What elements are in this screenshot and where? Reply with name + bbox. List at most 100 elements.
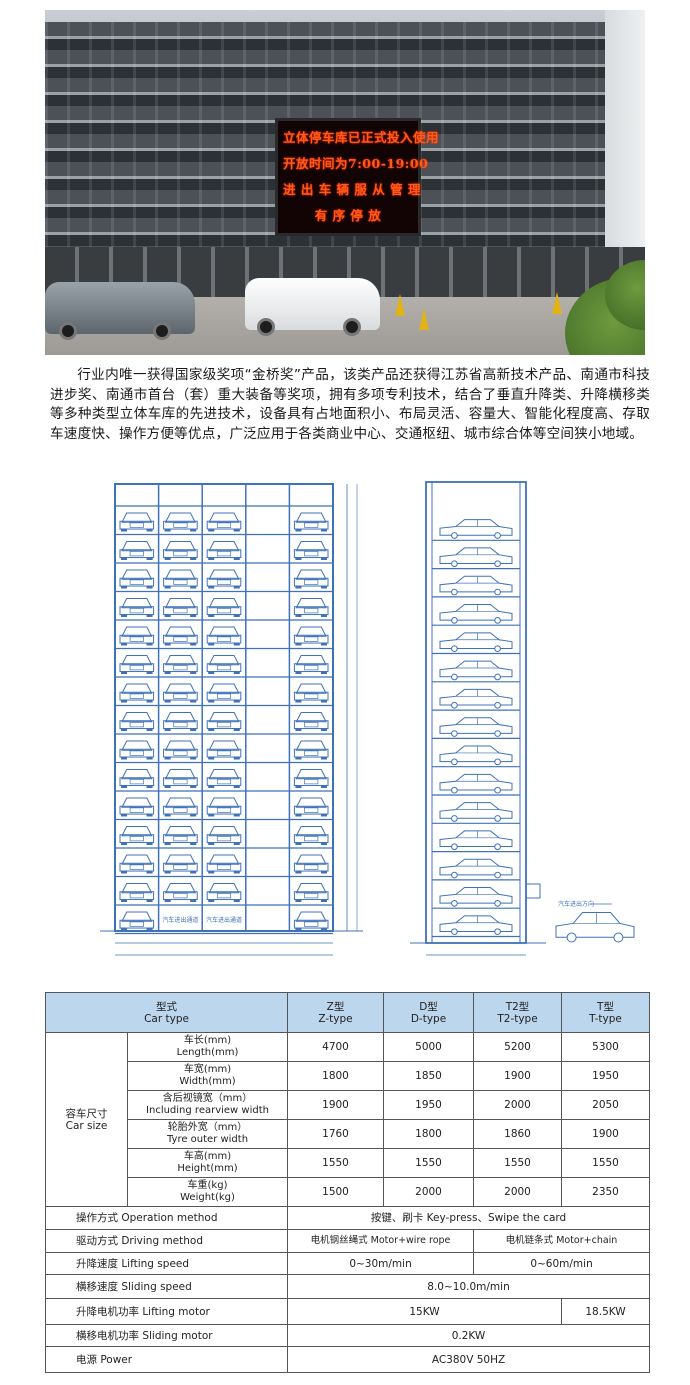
- table-row-width: 车宽(mm)Width(mm) 1800 1850 1900 1950: [46, 1061, 651, 1091]
- cell-tyre-t: 1900: [561, 1119, 651, 1149]
- cell-width-d: 1850: [383, 1061, 475, 1091]
- row-label-lifting-speed: 升降速度 Lifting speed: [44, 1252, 289, 1275]
- entering-car-icon: [555, 912, 635, 943]
- car-front-icon: [293, 569, 329, 589]
- cell-tyre-t2: 1860: [473, 1119, 563, 1149]
- car-front-icon: [163, 854, 198, 874]
- car-front-icon: [163, 797, 198, 817]
- car-front-icon: [119, 854, 155, 874]
- building-side-wall: [605, 10, 645, 270]
- car-front-icon: [206, 683, 242, 703]
- car-front-icon: [163, 541, 198, 560]
- car-side-icon: [439, 688, 513, 709]
- car-front-icon: [206, 569, 242, 589]
- car-side-icon: [439, 830, 513, 851]
- row-label-driving: 驱动方式 Driving method: [44, 1229, 289, 1253]
- table-row-tyre-width: 轮胎外宽（mm）Tyre outer width 1760 1800 1860 …: [46, 1119, 651, 1149]
- cell-length-z: 4700: [287, 1032, 385, 1062]
- cell-weight-t: 2350: [561, 1177, 651, 1207]
- traffic-cone: [552, 292, 562, 314]
- car-front-icon: [293, 541, 329, 560]
- cell-weight-z: 1500: [287, 1177, 385, 1207]
- car-front-icon: [163, 512, 198, 532]
- cell-height-z: 1550: [287, 1148, 385, 1178]
- car-front-icon: [163, 883, 198, 902]
- car-front-icon: [293, 769, 329, 788]
- side-frame-outline: [425, 481, 527, 944]
- car-side-icon: [439, 858, 513, 879]
- car-side-icon: [439, 575, 513, 596]
- car-side-icon: [439, 802, 513, 822]
- car-front-icon: [206, 854, 242, 874]
- drive-unit: [525, 883, 541, 899]
- car-front-icon: [206, 797, 242, 817]
- car-front-icon: [119, 740, 155, 760]
- car-front-icon: [293, 655, 329, 674]
- front-elevation-drawing: 汽车进出通道汽车进出通道: [95, 476, 370, 988]
- cell-weight-t2: 2000: [473, 1177, 563, 1207]
- car-side-icon: [439, 660, 513, 681]
- cell-power: AC380V 50HZ: [287, 1346, 651, 1373]
- car-side-icon: [439, 887, 513, 907]
- table-row-operation: 操作方式 Operation method 按键、刷卡 Key-press、Sw…: [44, 1206, 651, 1230]
- intro-paragraph: 行业内唯一获得国家级奖项“金桥奖”产品，该类产品还获得江苏省高新技术产品、南通市…: [50, 367, 650, 442]
- cell-height-t: 1550: [561, 1148, 651, 1178]
- cell-tyre-z: 1760: [287, 1119, 385, 1149]
- led-line-3: 进 出 车 辆 服 从 管 理: [283, 181, 421, 197]
- row-label-operation: 操作方式 Operation method: [44, 1206, 289, 1230]
- car-front-icon: [119, 883, 155, 902]
- cell-sliding-motor: 0.2KW: [287, 1324, 651, 1347]
- led-line-2: 开放时间为7:00-19:00: [283, 155, 429, 171]
- car-front-icon: [293, 826, 329, 845]
- car-front-icon: [206, 740, 242, 760]
- row-label-weight: 车重(kg)Weight(kg): [126, 1177, 289, 1207]
- white-minivan: [245, 278, 380, 336]
- car-front-icon: [163, 626, 198, 646]
- car-front-icon: [206, 512, 242, 532]
- car-front-icon: [163, 598, 198, 617]
- cell-width-t2: 1900: [473, 1061, 563, 1091]
- car-direction-label: 汽车进出方向: [558, 900, 594, 908]
- table-row-sliding-speed: 横移速度 Sliding speed 8.0~10.0m/min: [44, 1274, 651, 1299]
- car-side-icon: [439, 745, 513, 766]
- car-front-icon: [293, 598, 329, 617]
- cell-height-t2: 1550: [473, 1148, 563, 1178]
- car-front-icon: [293, 626, 329, 646]
- row-label-tyre-width: 轮胎外宽（mm）Tyre outer width: [126, 1119, 289, 1149]
- row-label-power: 电源 Power: [44, 1346, 289, 1373]
- car-front-icon: [293, 854, 329, 874]
- table-row-rearview-width: 含后视镜宽（mm）Including rearview width 1900 1…: [46, 1090, 651, 1120]
- table-row-driving: 驱动方式 Driving method 电机钢丝绳式 Motor+wire ro…: [44, 1229, 651, 1253]
- car-front-icon: [293, 683, 329, 703]
- car-front-icon: [119, 911, 155, 931]
- cell-rearview-t: 2050: [561, 1090, 651, 1120]
- row-label-height: 车高(mm)Height(mm): [126, 1148, 289, 1178]
- car-front-icon: [119, 598, 155, 617]
- row-label-sliding-speed: 横移速度 Sliding speed: [44, 1274, 289, 1299]
- car-front-icon: [163, 712, 198, 731]
- traffic-cone: [419, 308, 429, 330]
- cell-lifting-speed-b: 0~60m/min: [473, 1252, 651, 1275]
- car-front-icon: [119, 626, 155, 646]
- car-side-icon: [439, 632, 513, 653]
- cell-rearview-z: 1900: [287, 1090, 385, 1120]
- cell-length-d: 5000: [383, 1032, 475, 1062]
- car-side-icon: [439, 547, 513, 568]
- car-front-icon: [163, 569, 198, 589]
- table-row-lifting-speed: 升降速度 Lifting speed 0~30m/min 0~60m/min: [44, 1252, 651, 1275]
- car-side-icon: [439, 519, 513, 539]
- led-line-4: 有 序 停 放: [314, 207, 382, 223]
- car-front-icon: [293, 712, 329, 731]
- table-row-weight: 车重(kg)Weight(kg) 1500 2000 2000 2350: [46, 1177, 651, 1207]
- side-elevation-drawing: 汽车进出方向: [408, 478, 648, 978]
- table-row-height: 车高(mm)Height(mm) 1550 1550 1550 1550: [46, 1148, 651, 1178]
- car-front-icon: [163, 826, 198, 845]
- grey-suv: [45, 282, 195, 340]
- table-row-lifting-motor: 升降电机功率 Lifting motor 15KW 18.5KW: [44, 1298, 651, 1325]
- cell-lifting-speed-a: 0~30m/min: [287, 1252, 475, 1275]
- car-front-icon: [293, 512, 329, 532]
